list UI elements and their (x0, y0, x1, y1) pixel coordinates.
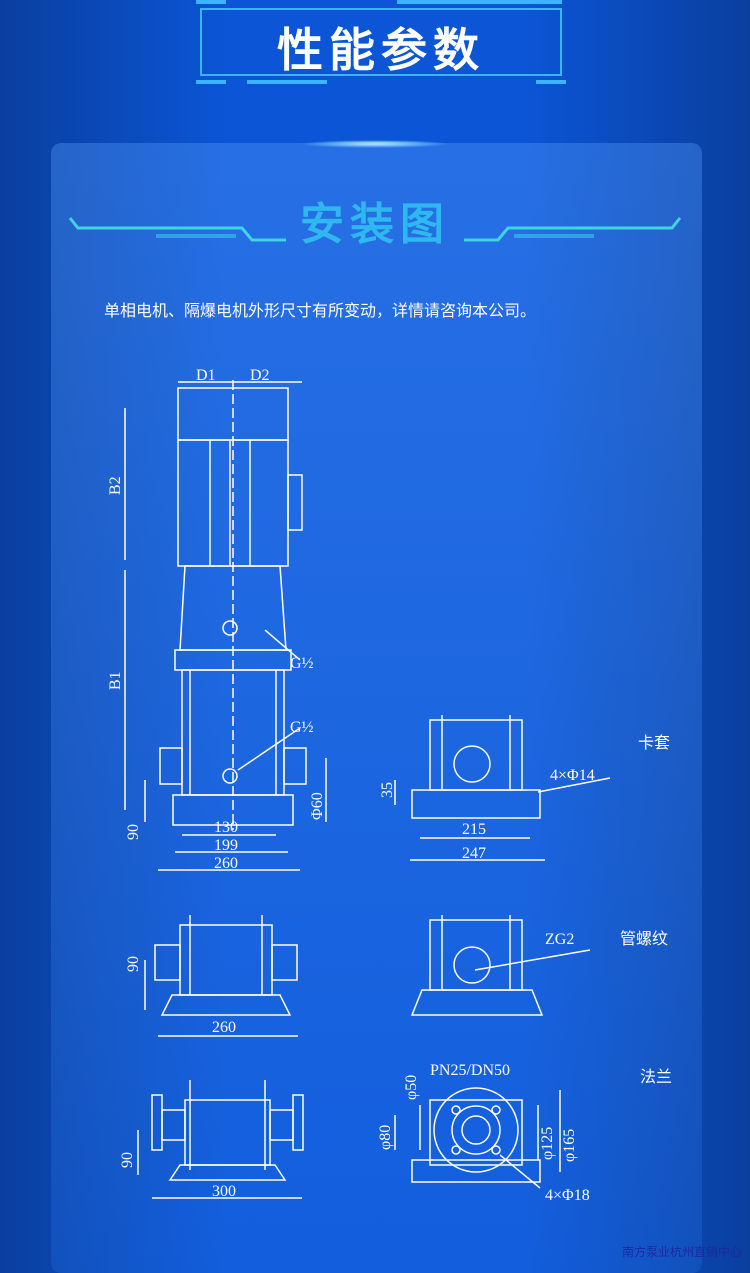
label-thread-h90: 90 (125, 956, 142, 972)
label-thread-w260: 260 (212, 1019, 236, 1036)
label-w300: 300 (212, 1183, 236, 1200)
label-w130: 130 (214, 819, 238, 836)
label-phi165: φ165 (561, 1129, 578, 1162)
label-g-top: G½ (290, 655, 314, 672)
label-flange-h90: 90 (119, 1152, 136, 1168)
label-w215: 215 (462, 821, 486, 838)
title-decoration (68, 217, 682, 242)
label-zg2: ZG2 (545, 931, 574, 948)
installation-drawing: D1 D2 B2 B1 G½ G½ 90 130 199 260 Φ60 卡套 … (107, 367, 672, 1204)
label-b1: B1 (107, 671, 124, 690)
label-w260: 260 (214, 855, 238, 872)
label-w199: 199 (214, 837, 238, 854)
label-d1: D1 (196, 367, 216, 384)
install-note: 单相电机、隔爆电机外形尺寸有所变动，详情请咨询本公司。 (104, 301, 537, 320)
section-header: 性能参数 (192, 0, 570, 84)
label-b2: B2 (107, 476, 124, 495)
label-thread: 管螺纹 (620, 929, 668, 948)
label-phi60: Φ60 (309, 792, 326, 820)
label-phi125: φ125 (539, 1127, 556, 1160)
label-phi80: φ80 (377, 1125, 394, 1150)
label-d2: D2 (250, 367, 270, 384)
label-h35: 35 (379, 782, 396, 798)
label-pn: PN25/DN50 (430, 1062, 510, 1079)
footer-watermark: 南方泵业杭州直销中心 (621, 1245, 742, 1259)
header-frame (200, 8, 562, 76)
label-w247: 247 (462, 845, 486, 862)
label-ferrule: 卡套 (638, 733, 670, 752)
label-holes18: 4×Φ18 (545, 1187, 590, 1204)
light-flare (300, 140, 450, 148)
label-phi50: φ50 (403, 1075, 420, 1100)
content-panel (51, 143, 702, 1273)
label-h90: 90 (125, 824, 142, 840)
section-title: 安装图 (300, 199, 450, 250)
label-flange: 法兰 (640, 1067, 672, 1086)
label-holes14: 4×Φ14 (550, 767, 595, 784)
label-g-bottom: G½ (290, 719, 314, 736)
page-title: 性能参数 (277, 23, 485, 77)
